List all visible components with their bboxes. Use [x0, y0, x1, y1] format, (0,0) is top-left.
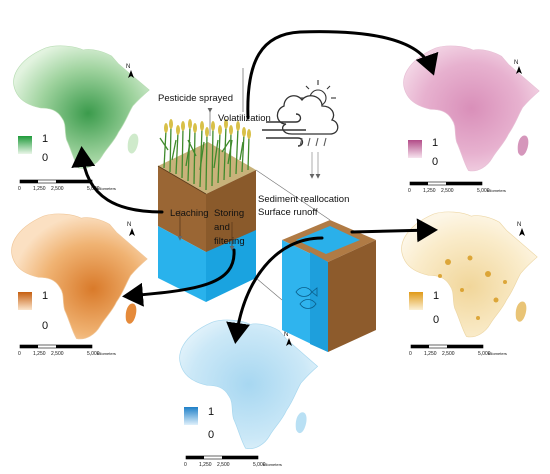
- storing-label-3: filtering: [214, 236, 245, 247]
- svg-text:Kilometers: Kilometers: [97, 351, 116, 356]
- volatilization-map: N 1 0 0 1,250 2,500 5,000 Kilometers: [402, 45, 540, 194]
- madagascar-shape: [517, 135, 529, 156]
- legend-min: 0: [42, 320, 48, 332]
- leaching-flow-arrow: [71, 146, 164, 214]
- svg-text:5,000: 5,000: [87, 351, 100, 357]
- svg-text:0: 0: [184, 462, 187, 468]
- svg-text:0: 0: [18, 351, 21, 357]
- svg-text:5,000: 5,000: [478, 351, 491, 357]
- north-arrow: N: [284, 332, 292, 346]
- svg-text:N: N: [126, 64, 130, 70]
- groundwater-guide-line: [255, 277, 283, 301]
- svg-text:2,500: 2,500: [217, 462, 230, 468]
- north-arrow: N: [127, 222, 135, 236]
- north-arrow: N: [517, 222, 525, 236]
- svg-text:N: N: [514, 60, 518, 66]
- svg-text:1,250: 1,250: [424, 351, 437, 357]
- river-block: [282, 220, 376, 352]
- madagascar-shape: [515, 301, 527, 322]
- svg-text:Kilometers: Kilometers: [263, 462, 282, 467]
- scale-bar: 0 1,250 2,500 5,000 Kilometers: [408, 181, 506, 194]
- svg-text:1,250: 1,250: [33, 186, 46, 192]
- legend-colorbar: [409, 292, 423, 310]
- crop-heads: [164, 119, 251, 139]
- legend-min: 0: [433, 314, 439, 326]
- storing-flow-arrow: [122, 248, 236, 307]
- leaching-label: Leaching: [170, 208, 209, 219]
- crop-plants: [159, 125, 250, 191]
- rain-arrows: [309, 152, 321, 179]
- water-flow-arrow: [226, 236, 324, 344]
- legend-min: 0: [208, 429, 214, 441]
- storing-label-2: and: [214, 222, 230, 233]
- volatilization-label: Volatilization: [218, 113, 271, 124]
- sediment-map: N 1 0 0 1,250 2,500 5,000 Kilometers: [400, 211, 538, 357]
- scale-bar: 0 1,250 2,500 5,000 Kilometers: [409, 344, 507, 357]
- pesticide-sprayed-label: Pesticide sprayed: [158, 93, 233, 104]
- legend-colorbar: [408, 140, 422, 158]
- scale-bar: 0 1,250 2,500 5,000 Kilometers: [18, 344, 116, 357]
- svg-text:Kilometers: Kilometers: [488, 351, 507, 356]
- svg-text:0: 0: [18, 186, 21, 192]
- river-bank-side: [328, 240, 376, 352]
- volatilization-flow-arrow: [246, 30, 439, 120]
- svg-text:1,250: 1,250: [33, 351, 46, 357]
- sediment-reallocation-label: Sediment reallocation: [258, 194, 349, 205]
- madagascar-shape: [295, 412, 307, 434]
- svg-text:1,250: 1,250: [423, 188, 436, 194]
- rain-lines: [299, 137, 327, 147]
- legend-colorbar: [18, 292, 32, 310]
- legend-colorbar: [184, 407, 198, 425]
- north-arrow: N: [514, 60, 522, 74]
- scale-bar: 0 1,250 2,500 5,000 Kilometers: [184, 455, 282, 468]
- legend-max: 1: [208, 406, 214, 418]
- sediment-flow-arrow: [350, 218, 438, 243]
- svg-text:N: N: [517, 222, 521, 228]
- svg-text:0: 0: [409, 351, 412, 357]
- svg-text:1,250: 1,250: [199, 462, 212, 468]
- svg-text:5,000: 5,000: [87, 186, 100, 192]
- groundwater-front: [158, 226, 206, 302]
- soil-front: [158, 166, 206, 252]
- svg-text:5,000: 5,000: [477, 188, 490, 194]
- svg-text:2,500: 2,500: [442, 351, 455, 357]
- river-water-side: [310, 252, 328, 352]
- storing-map: N 1 0 0 1,250 2,500 5,000 Kilometers: [10, 213, 148, 357]
- madagascar-shape: [125, 303, 137, 324]
- svg-text:N: N: [284, 332, 288, 338]
- river-water-top: [296, 226, 360, 254]
- madagascar-shape: [127, 133, 139, 154]
- legend-max: 1: [432, 137, 438, 149]
- north-arrow: N: [126, 64, 134, 78]
- legend-colorbar: [18, 136, 32, 154]
- svg-text:2,500: 2,500: [51, 351, 64, 357]
- legend-max: 1: [42, 290, 48, 302]
- hotspots: [438, 255, 507, 320]
- scale-bar: 0 1,250 2,500 5,000 Kilometers: [18, 179, 116, 192]
- legend-min: 0: [432, 156, 438, 168]
- legend-min: 0: [42, 152, 48, 164]
- runoff-guide-line: [255, 169, 331, 221]
- svg-text:2,500: 2,500: [441, 188, 454, 194]
- svg-text:Kilometers: Kilometers: [97, 186, 116, 191]
- leaching-map: N 1 0 0 1,250 2,500 5,000 Kilometers: [12, 45, 150, 192]
- svg-text:Kilometers: Kilometers: [487, 188, 506, 193]
- cloud-icon: [262, 80, 339, 179]
- svg-text:2,500: 2,500: [51, 186, 64, 192]
- fish-icon: [295, 287, 318, 309]
- water-map: N 1 0 0 1,250 2,500 5,000 Kilometers: [179, 319, 319, 468]
- svg-text:N: N: [127, 222, 131, 228]
- legend-max: 1: [433, 290, 439, 302]
- svg-text:5,000: 5,000: [253, 462, 266, 468]
- legend-max: 1: [42, 133, 48, 145]
- svg-text:0: 0: [408, 188, 411, 194]
- surface-runoff-label: Surface runoff: [258, 207, 318, 218]
- storing-label-1: Storing: [214, 208, 244, 219]
